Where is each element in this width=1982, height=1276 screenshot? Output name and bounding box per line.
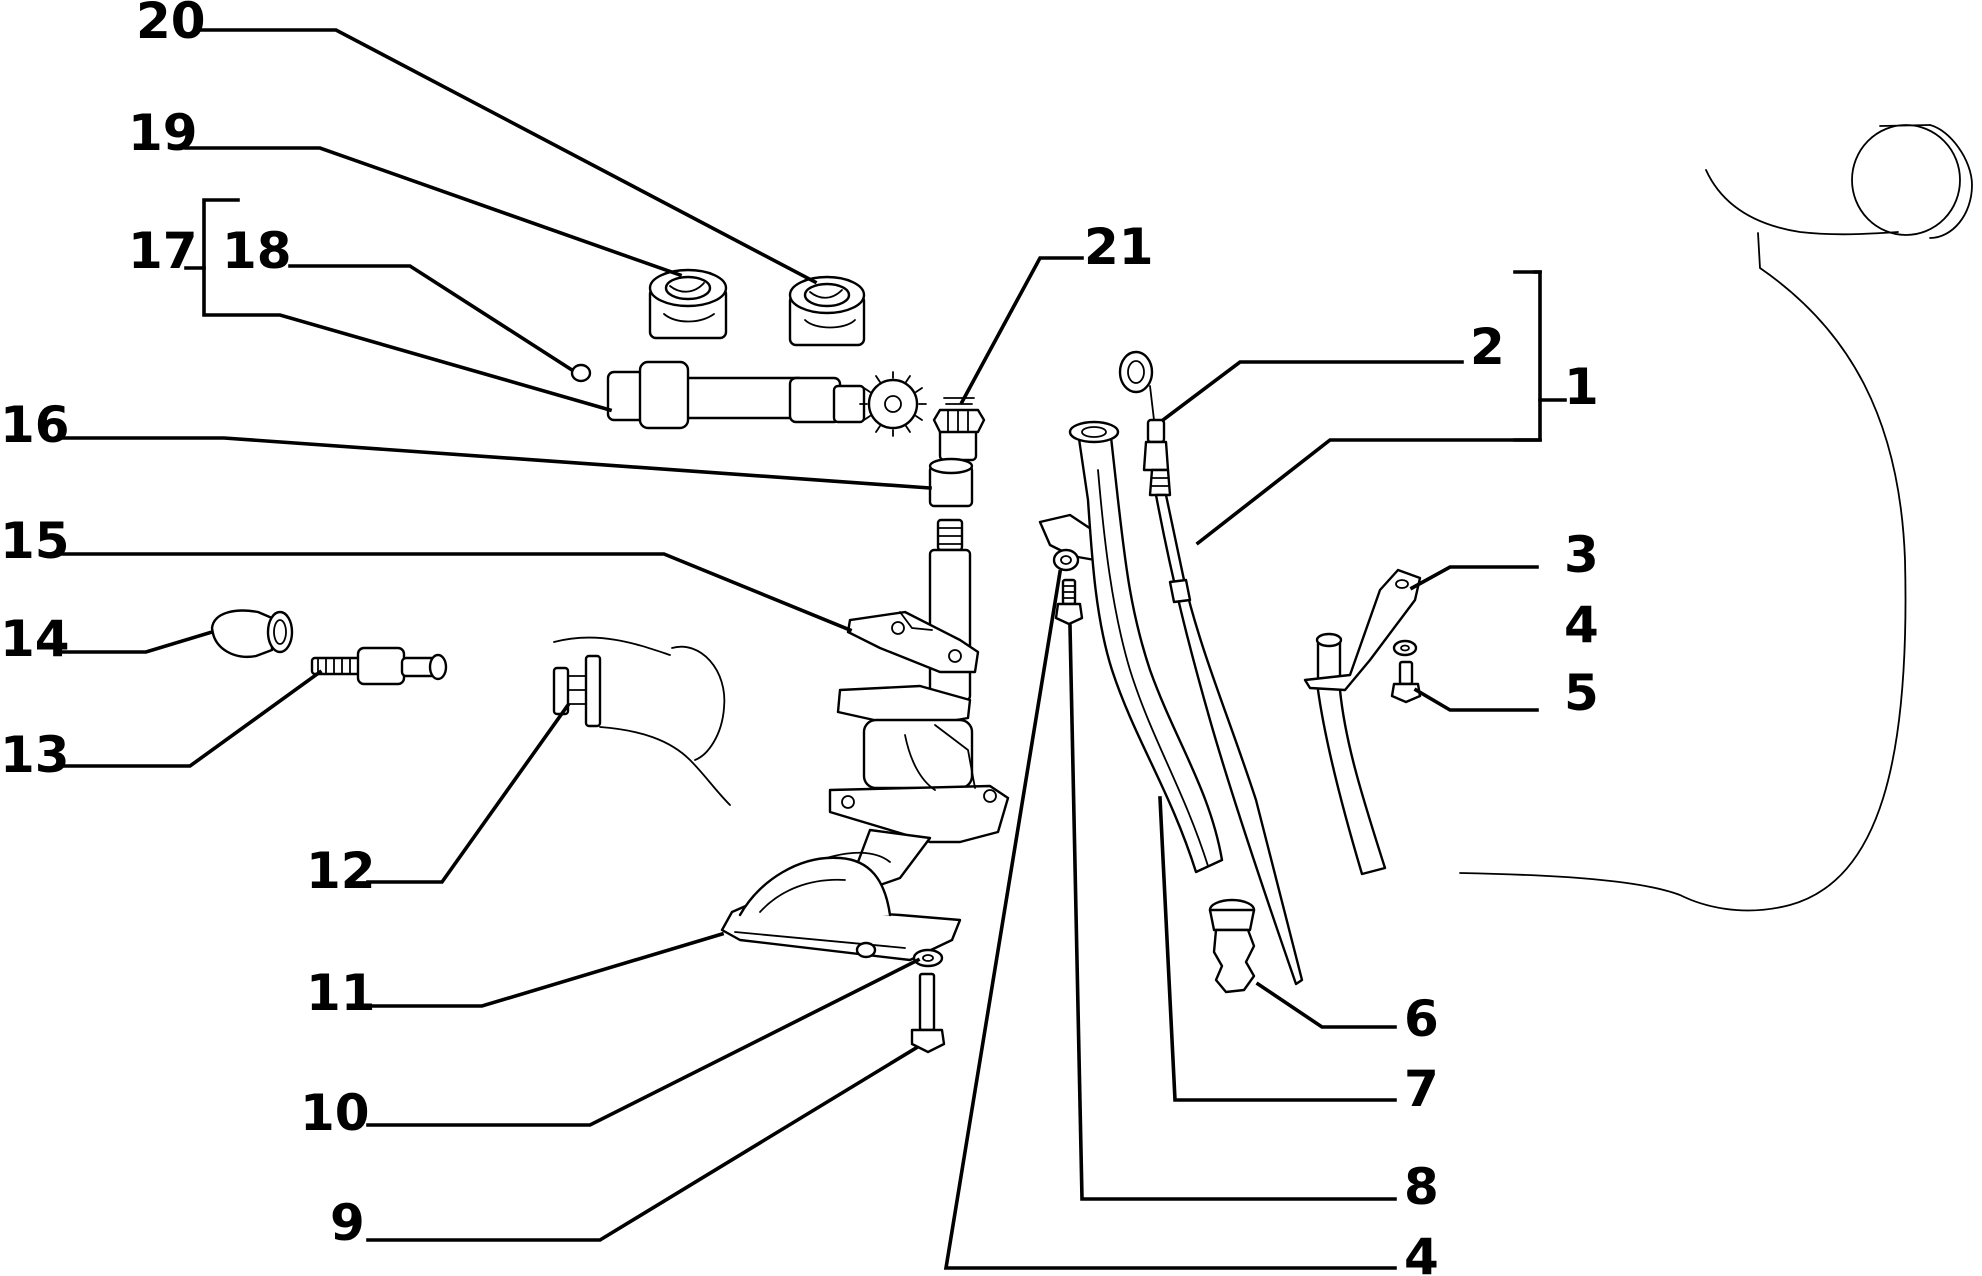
leader-21 [959,256,1084,405]
callout-8: 8 [1404,1158,1439,1216]
leader-13 [56,669,323,768]
leader-12 [366,702,571,884]
callout-9: 9 [330,1194,365,1252]
engine-block-outline [1459,124,1973,912]
callout-13: 13 [0,726,70,784]
part-5-bolt [1390,660,1422,704]
leader-16 [56,436,932,490]
callout-16: 16 [0,396,70,454]
leader-1 [1195,270,1542,546]
leader-14 [56,629,215,654]
callout-21: 21 [1084,218,1154,276]
leader-15 [56,552,853,633]
leader-17-18 [202,198,613,413]
part-21-drive-gear [932,397,986,462]
part-8-bolt [1054,578,1084,626]
part-10-washer [912,948,944,968]
part-15-pump-shaft-bracket [846,518,980,702]
callout-4-bottom: 4 [1404,1228,1439,1276]
callout-12: 12 [306,842,376,900]
part-17-shaft-assembly [606,360,927,437]
part-19-bushing [648,268,728,340]
callout-5: 5 [1564,664,1599,722]
leader-9 [366,1045,919,1242]
callout-11: 11 [306,964,376,1022]
leader-8 [1068,624,1397,1201]
callout-17: 17 [128,222,198,280]
leader-1-bracket [1513,270,1567,442]
leader-7 [1158,796,1397,1102]
callout-labels: 1 2 3 4 5 6 7 8 4 9 10 11 12 13 14 15 16… [0,0,1599,1276]
part-20-bushing [788,275,866,347]
part-14-cap [210,609,294,659]
leader-2 [1160,360,1464,423]
part-1-dipstick [1118,350,1304,986]
callout-6: 6 [1404,990,1439,1048]
part-6-plug [1208,898,1256,994]
leader-6 [1255,981,1397,1029]
leader-lines [56,28,1567,1270]
part-9-bolt [910,972,946,1054]
callout-14: 14 [0,610,70,668]
oil-sump-outline [552,636,731,806]
callout-20: 20 [136,0,206,50]
leader-10 [366,957,921,1127]
leader-19 [184,146,683,278]
part-11-oil-strainer [720,856,962,962]
leader-20 [194,28,818,285]
leader-11 [366,931,725,1008]
part-17-gear [859,371,927,437]
part-3-breather-tube [1303,568,1422,876]
callout-10: 10 [300,1084,370,1142]
leader-4b [943,569,1397,1270]
part-13-sender-unit [310,646,448,686]
leader-3 [1409,565,1539,591]
part-4-washer-right [1392,639,1418,657]
callout-7: 7 [1404,1060,1439,1118]
callout-15: 15 [0,512,70,570]
part-7-guide-tube [1068,420,1224,874]
leader-5 [1413,687,1539,712]
leader-18 [288,264,575,373]
callout-19: 19 [128,104,198,162]
callout-4-right: 4 [1564,596,1599,654]
callout-3: 3 [1564,526,1599,584]
callout-1: 1 [1564,358,1599,416]
part-18-pin [570,363,592,383]
part-16-sleeve [928,457,974,508]
callout-2: 2 [1470,318,1505,376]
callout-18: 18 [222,222,292,280]
